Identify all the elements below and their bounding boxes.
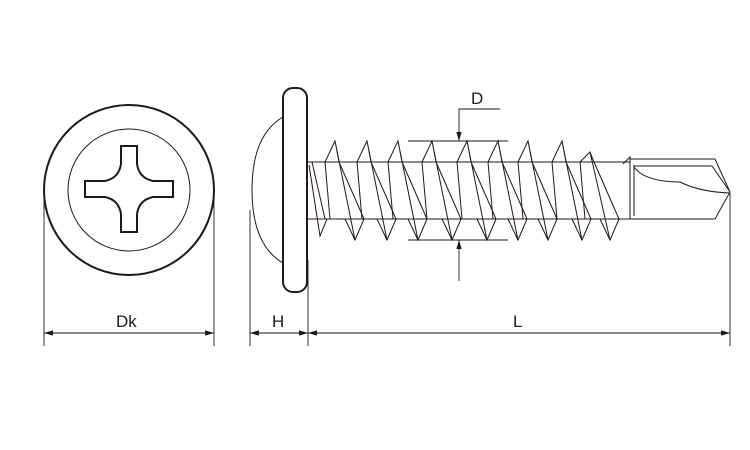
phillips-cross-icon [84,145,174,233]
screw-side-view [251,87,731,293]
thread [308,139,620,242]
head-diameter-label: Dk [116,312,137,331]
length-label: L [513,312,522,331]
thread-start [308,161,328,238]
thread-tooth [551,139,592,242]
head-diameter-dimension: Dk [44,312,214,336]
head-inner-circle [67,128,191,252]
thread-tooth [579,151,620,242]
washer-head [282,87,308,293]
extension-lines [43,193,731,346]
head-height-dimension: H [250,312,308,336]
head-height-label: H [272,312,284,331]
drill-point [622,155,731,220]
diameter-label: D [471,89,483,108]
thread-tooth [387,139,428,242]
diameter-dimension: D [408,89,508,281]
length-dimension: L [308,312,730,336]
thread-tooth [356,139,397,242]
head-dome [251,116,284,264]
thread-tooth [324,139,365,242]
thread-tooth [421,139,462,242]
thread-tooth [517,139,558,242]
head-outer-circle [43,104,215,276]
head-top-view [43,104,215,276]
